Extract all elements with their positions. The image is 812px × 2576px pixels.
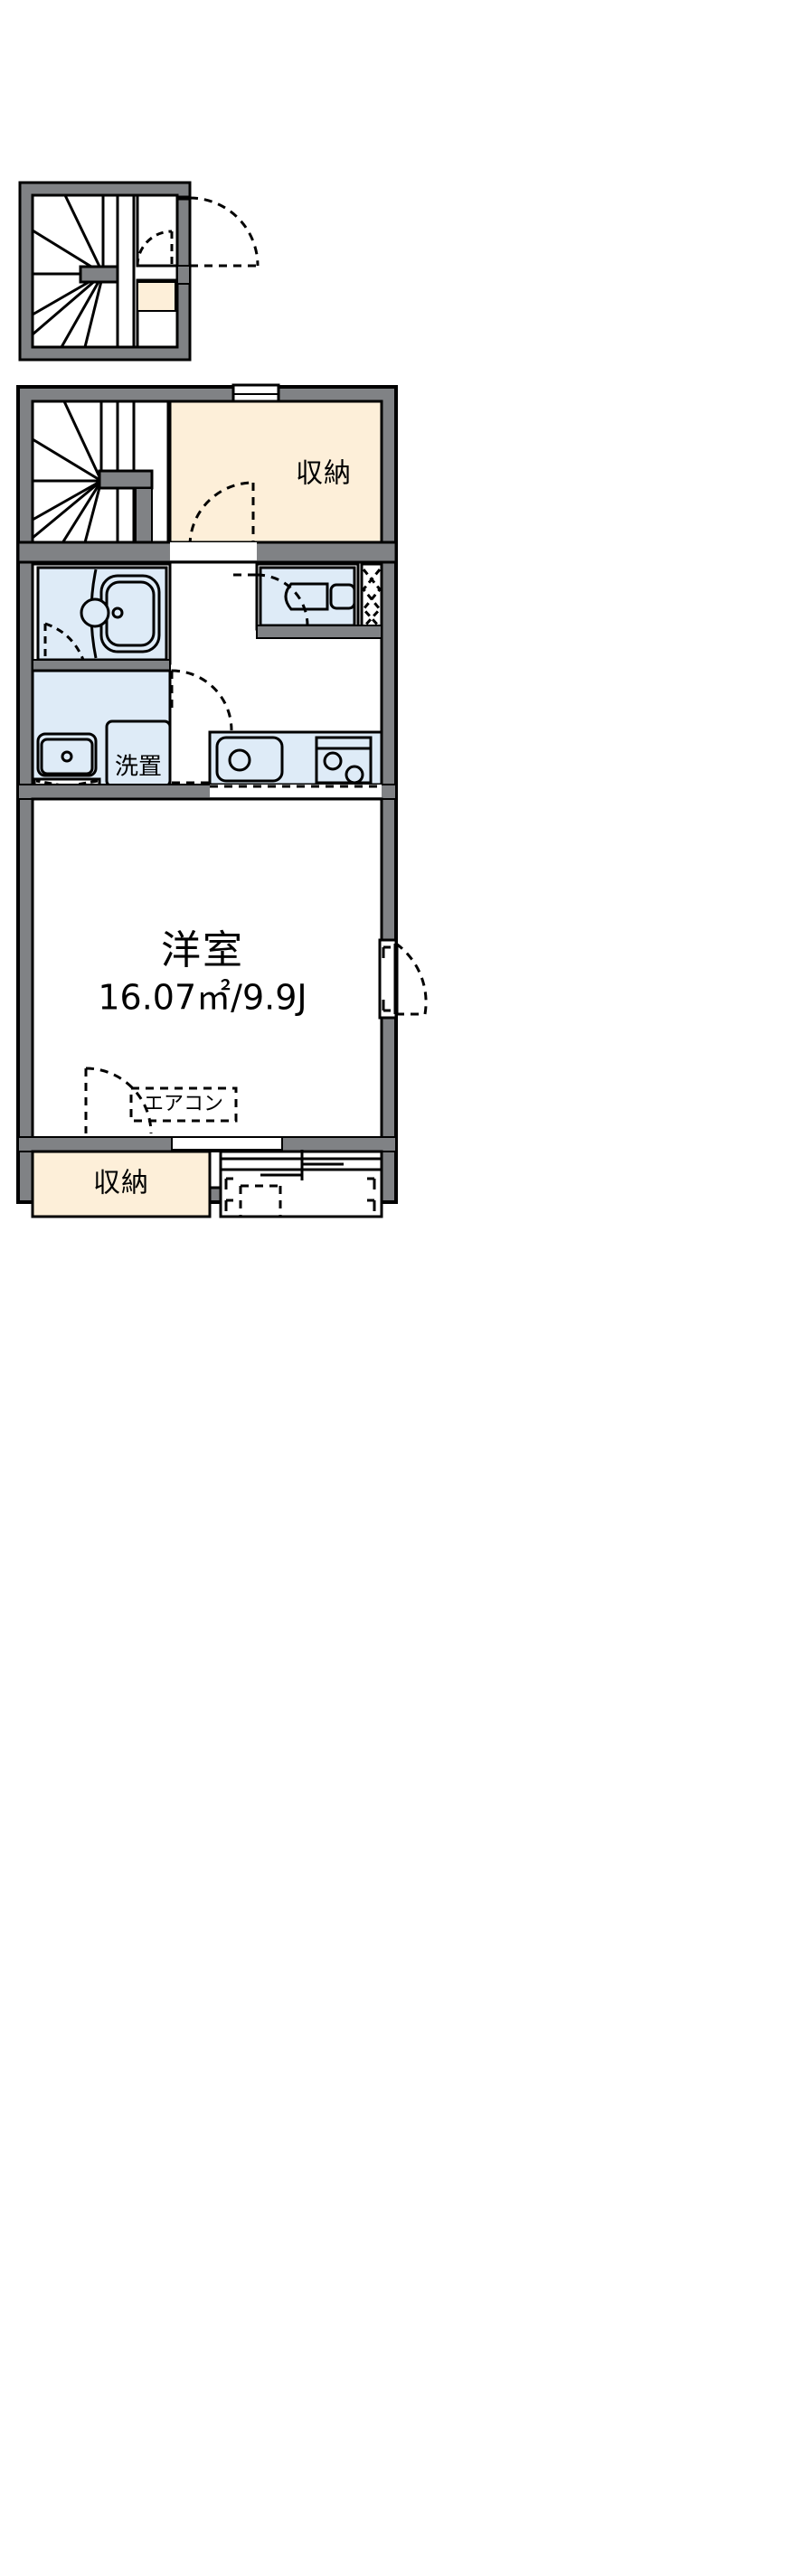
upper-entry-shoe-box: [137, 281, 176, 312]
closet-bottom: [31, 1150, 212, 1218]
bath-faucet-knob: [80, 597, 110, 628]
toilet-bowl: [284, 582, 329, 611]
closet-bottom-opening: [171, 1136, 283, 1151]
pipe-shaft-louver: [362, 569, 382, 629]
hall-opening-upper: [170, 542, 257, 560]
closet-bottom-door-swing: [85, 1067, 153, 1134]
washroom-door-swing: [171, 669, 233, 731]
washer-place-label: 洗置: [115, 754, 162, 781]
kitchen-opening: [210, 785, 382, 797]
entrance-door-hinge: [382, 945, 391, 1012]
pipe-shaft: [360, 562, 383, 631]
upper-stair-plan: [18, 181, 260, 362]
upper-interior-door-swing: [136, 230, 173, 267]
staircase-main-treads: [32, 400, 136, 547]
staircase-main-newel: [98, 469, 154, 490]
upper-door-wall-stub: [176, 265, 191, 285]
gas-burner-1: [323, 751, 343, 771]
aircon-label: エアコン: [144, 1093, 223, 1115]
staircase-main-wall-stub: [135, 487, 153, 547]
kitchen-sink-drain: [228, 748, 251, 772]
balcony-hinge-marks: [224, 1177, 376, 1211]
vanity-sink-basin: [40, 738, 94, 776]
gas-burner-2: [345, 765, 364, 785]
bath-door-swing: [44, 622, 85, 661]
main-unit-plan: 収納: [16, 383, 428, 1218]
closet-top-label: 収納: [296, 458, 352, 490]
hall-door-swing: [188, 481, 254, 547]
upper-stair-newel: [79, 265, 119, 284]
closet-bottom-label: 収納: [93, 1168, 149, 1199]
vanity-sink-drain: [61, 750, 73, 763]
main-room-area-label: 16.07㎡/9.9J: [98, 978, 307, 1018]
bathtub-drain: [111, 606, 124, 619]
toilet-tank: [329, 583, 356, 610]
wall-under-toilet: [256, 625, 382, 639]
wall-under-bath: [32, 659, 171, 672]
closet-top: [168, 400, 383, 548]
aircon-box: [129, 1086, 238, 1123]
main-room-label: 洋室: [161, 927, 244, 973]
upper-entrance-door-swing: [189, 196, 260, 267]
